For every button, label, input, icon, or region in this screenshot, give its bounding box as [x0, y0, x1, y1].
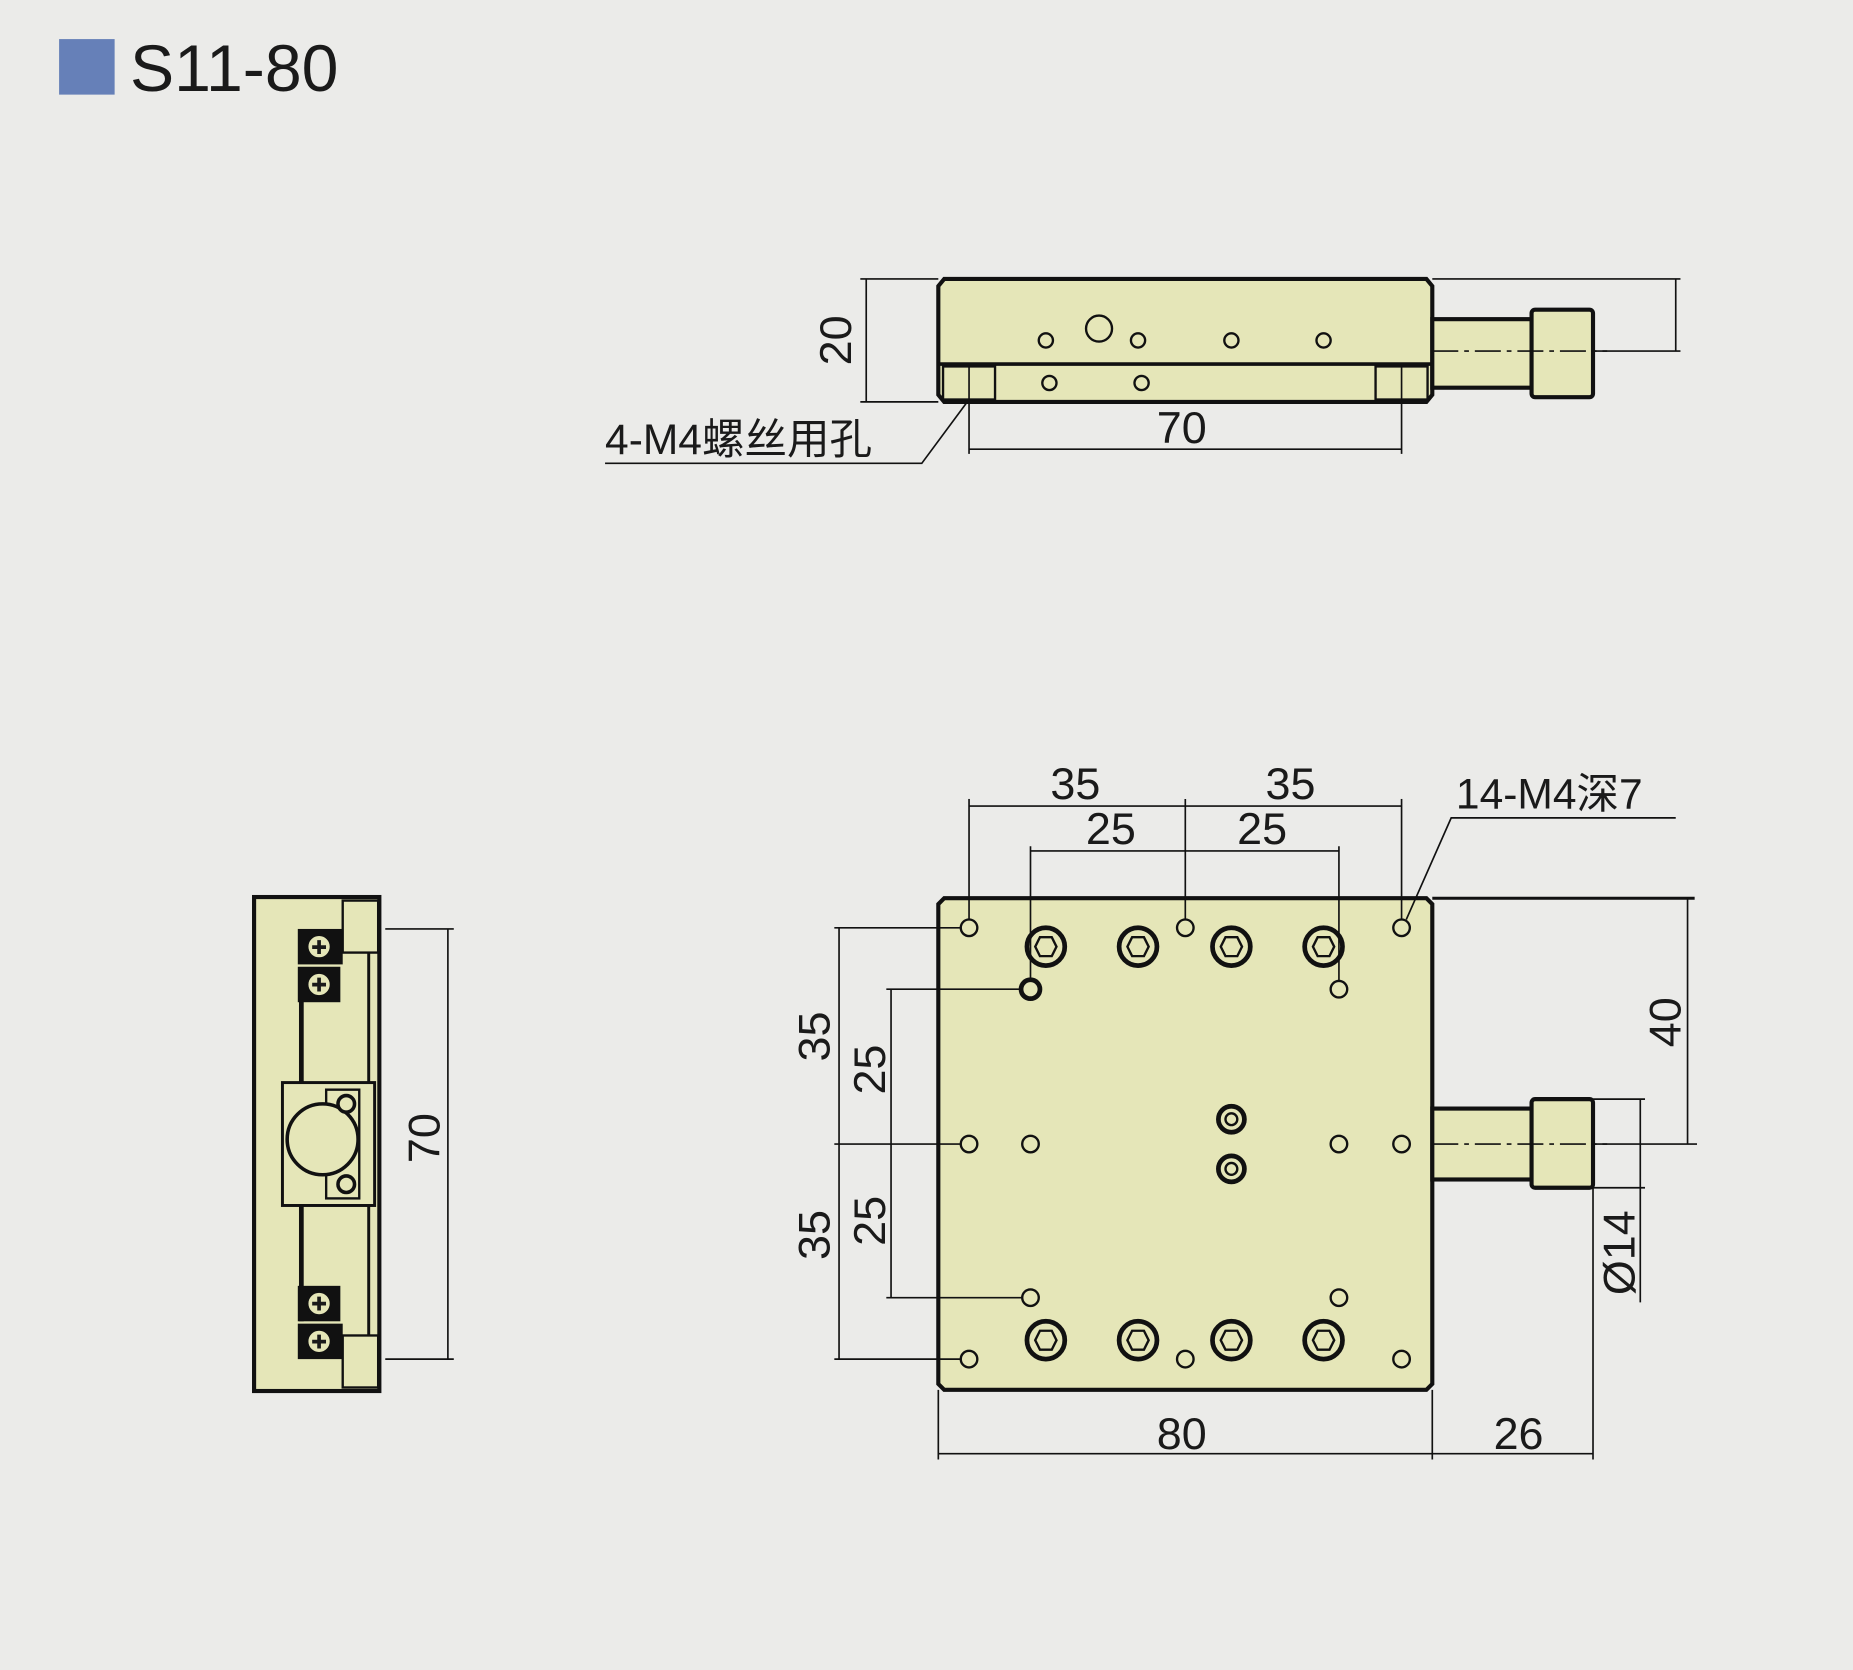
top-dim-left: 35 — [1050, 758, 1100, 809]
left-dim-top: 35 — [789, 1012, 840, 1062]
tapped-holes-note: 14-M4深7 — [1456, 770, 1643, 818]
hex-bolt-icons — [1024, 925, 1345, 1362]
title-marker — [59, 39, 115, 95]
hole-spacing-dim-label: 70 — [1157, 402, 1207, 453]
inner-top-dim-left: 25 — [1086, 803, 1136, 854]
height-dim-label: 20 — [810, 315, 861, 365]
right-dim: 40 — [1639, 997, 1690, 1047]
left-dim-bottom: 35 — [789, 1210, 840, 1260]
top-dim-right: 35 — [1266, 758, 1316, 809]
screw-icons: ✚ ✚ ✚ ✚ — [297, 928, 343, 1360]
micrometer-length-dim: 26 — [1494, 1408, 1544, 1459]
top-view: 20 70 4-M4螺丝用孔 — [605, 276, 1681, 465]
micrometer-barrel — [1430, 317, 1534, 390]
svg-text:✚: ✚ — [311, 1332, 327, 1353]
side-view: ✚ ✚ ✚ ✚ 70 — [252, 894, 454, 1394]
micrometer-knob — [1529, 307, 1596, 400]
svg-text:✚: ✚ — [311, 1295, 327, 1316]
svg-text:✚: ✚ — [311, 938, 327, 959]
inner-left-dim-bottom: 25 — [844, 1196, 895, 1246]
micrometer-diameter-dim: Ø14 — [1593, 1210, 1644, 1295]
svg-text:✚: ✚ — [311, 976, 327, 997]
plan-view: 35 35 25 25 14-M4深7 35 35 25 25 40 Ø14 8… — [789, 758, 1698, 1460]
side-length-dim-label: 70 — [399, 1113, 450, 1163]
mount-holes-note: 4-M4螺丝用孔 — [605, 416, 872, 464]
m4-holes — [959, 918, 1412, 1369]
inner-top-dim-right: 25 — [1237, 803, 1287, 854]
width-dim: 80 — [1157, 1408, 1207, 1459]
page-title: S11-80 — [130, 32, 338, 106]
inner-left-dim-top: 25 — [844, 1045, 895, 1095]
